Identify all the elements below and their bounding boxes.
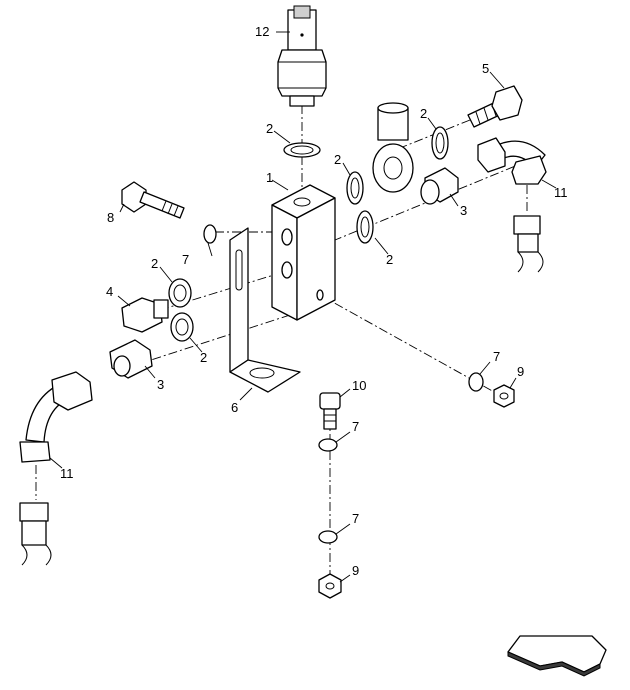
hose-end-left (19, 502, 52, 566)
callout-labels: 12 1 2 2 2 2 2 2 3 3 4 5 6 7 7 7 7 8 9 9… (60, 24, 568, 578)
sealing-washers (168, 126, 449, 342)
elbow-hose-right (477, 137, 547, 185)
banjo-bolt (467, 85, 523, 128)
plug (121, 297, 169, 333)
bolt-8 (121, 181, 185, 219)
callout-9-bottom: 9 (352, 563, 359, 578)
navigation-arrow-icon[interactable] (507, 635, 607, 677)
callout-6: 6 (231, 400, 238, 415)
callout-7-screw: 7 (352, 419, 359, 434)
flat-washers (203, 224, 484, 544)
callout-5: 5 (482, 61, 489, 76)
screw-10 (319, 392, 341, 430)
callout-7-bolt: 7 (182, 252, 189, 267)
pressure-switch (277, 5, 327, 107)
hose-end-right (513, 215, 544, 273)
elbow-hose-left (19, 371, 93, 463)
callout-2-upper-mid: 2 (334, 152, 341, 167)
nuts (318, 384, 515, 599)
adapter-right (420, 167, 459, 205)
callout-3-right: 3 (460, 203, 467, 218)
callout-9-right: 9 (517, 364, 524, 379)
callout-11-left: 11 (60, 466, 74, 481)
callout-2-left-upper: 2 (151, 256, 158, 271)
callout-7-bottom: 7 (352, 511, 359, 526)
callout-1: 1 (266, 170, 273, 185)
callout-3-left: 3 (157, 377, 164, 392)
callout-11-right: 11 (554, 185, 568, 200)
callout-8: 8 (107, 210, 114, 225)
callout-2-top: 2 (266, 121, 273, 136)
callout-4: 4 (106, 284, 113, 299)
callout-12: 12 (255, 24, 269, 39)
manifold-block (271, 184, 336, 321)
callout-7-right: 7 (493, 349, 500, 364)
mounting-bracket (229, 227, 301, 393)
callout-2-banjo: 2 (420, 106, 427, 121)
banjo-fitting (372, 102, 414, 193)
callout-2-left-lower: 2 (200, 350, 207, 365)
callout-2-mid-right: 2 (386, 252, 393, 267)
adapter-left (109, 339, 153, 379)
callout-10: 10 (352, 378, 366, 393)
leader-lines (49, 31, 557, 583)
